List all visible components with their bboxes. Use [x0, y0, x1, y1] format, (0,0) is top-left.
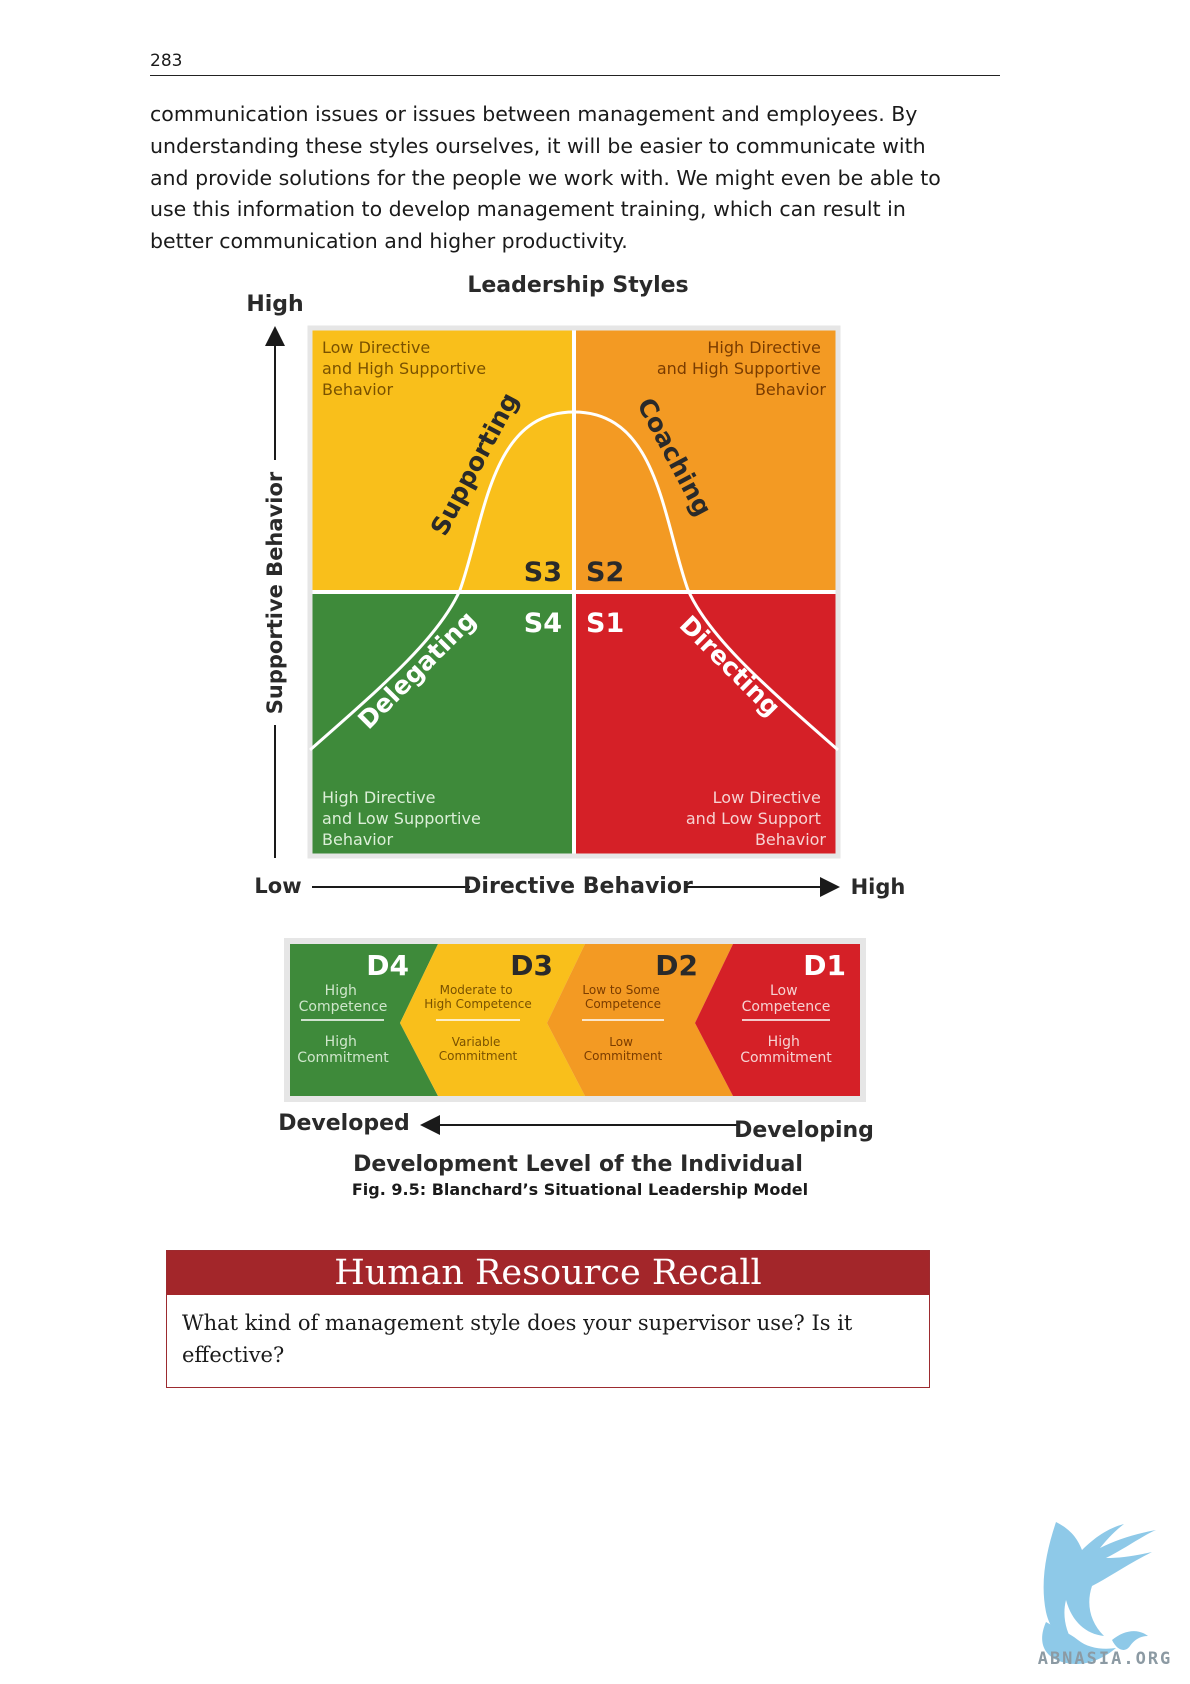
development-developed-label: Developed — [278, 1111, 410, 1136]
development-axis-label: Development Level of the Individual — [353, 1152, 803, 1177]
quadrant-s1-description: Low Directive and Low Support Behavior — [686, 788, 827, 849]
d4-commitment: High Commitment — [297, 1034, 389, 1066]
y-axis-high-label: High — [246, 292, 303, 317]
quadrant-s1 — [574, 592, 838, 856]
development-code-d4: D4 — [366, 949, 409, 982]
d3-commitment: Variable Commitment — [439, 1035, 518, 1063]
d4-competence: High Competence — [299, 983, 388, 1015]
d3-competence: Moderate to High Competence — [424, 983, 531, 1011]
development-code-d2: D2 — [655, 949, 698, 982]
quadrant-s4-description: High Directive and Low Supportive Behavi… — [322, 788, 486, 849]
development-developing-label: Developing — [734, 1118, 874, 1143]
x-axis-label: Directive Behavior — [463, 874, 693, 899]
recall-box: Human Resource Recall What kind of manag… — [166, 1250, 930, 1388]
style-code-s1: S1 — [586, 608, 624, 639]
development-code-d3: D3 — [510, 949, 553, 982]
style-code-s2: S2 — [586, 557, 624, 588]
d1-commitment: High Commitment — [740, 1034, 832, 1066]
quadrant-border — [307, 325, 841, 859]
d1-competence: Low Competence — [742, 983, 831, 1015]
body-paragraph: communication issues or issues between m… — [150, 102, 941, 254]
x-axis-low-label: Low — [254, 874, 301, 898]
leadership-curve — [309, 410, 839, 752]
y-axis-label: Supportive Behavior — [263, 471, 287, 714]
recall-title: Human Resource Recall — [167, 1251, 929, 1295]
d2-commitment: Low Commitment — [584, 1035, 663, 1063]
style-code-s3: S3 — [524, 557, 562, 588]
header-rule — [150, 75, 1000, 76]
logo-text: ABNASIA.ORG — [1037, 1649, 1173, 1669]
quadrant-s3 — [310, 328, 574, 592]
x-axis-high-label: High — [851, 875, 906, 899]
quadrant-s2-description: High Directive and High Supportive Behav… — [657, 338, 827, 399]
development-code-d1: D1 — [803, 949, 846, 982]
quadrant-s4 — [310, 592, 574, 856]
quadrant-s2 — [574, 328, 838, 592]
recall-question: What kind of management style does your … — [182, 1311, 853, 1367]
quadrant-s3-description: Low Directive and High Supportive Behavi… — [322, 338, 491, 399]
figure-caption: Fig. 9.5: Blanchard’s Situational Leader… — [351, 1180, 809, 1199]
griffin-logo-icon — [1042, 1522, 1156, 1665]
page-number: 283 — [150, 51, 183, 71]
quadrant-grid — [307, 325, 841, 859]
figure-title: Leadership Styles — [467, 273, 688, 298]
style-code-s4: S4 — [524, 608, 562, 639]
d2-competence: Low to Some Competence — [582, 983, 663, 1011]
